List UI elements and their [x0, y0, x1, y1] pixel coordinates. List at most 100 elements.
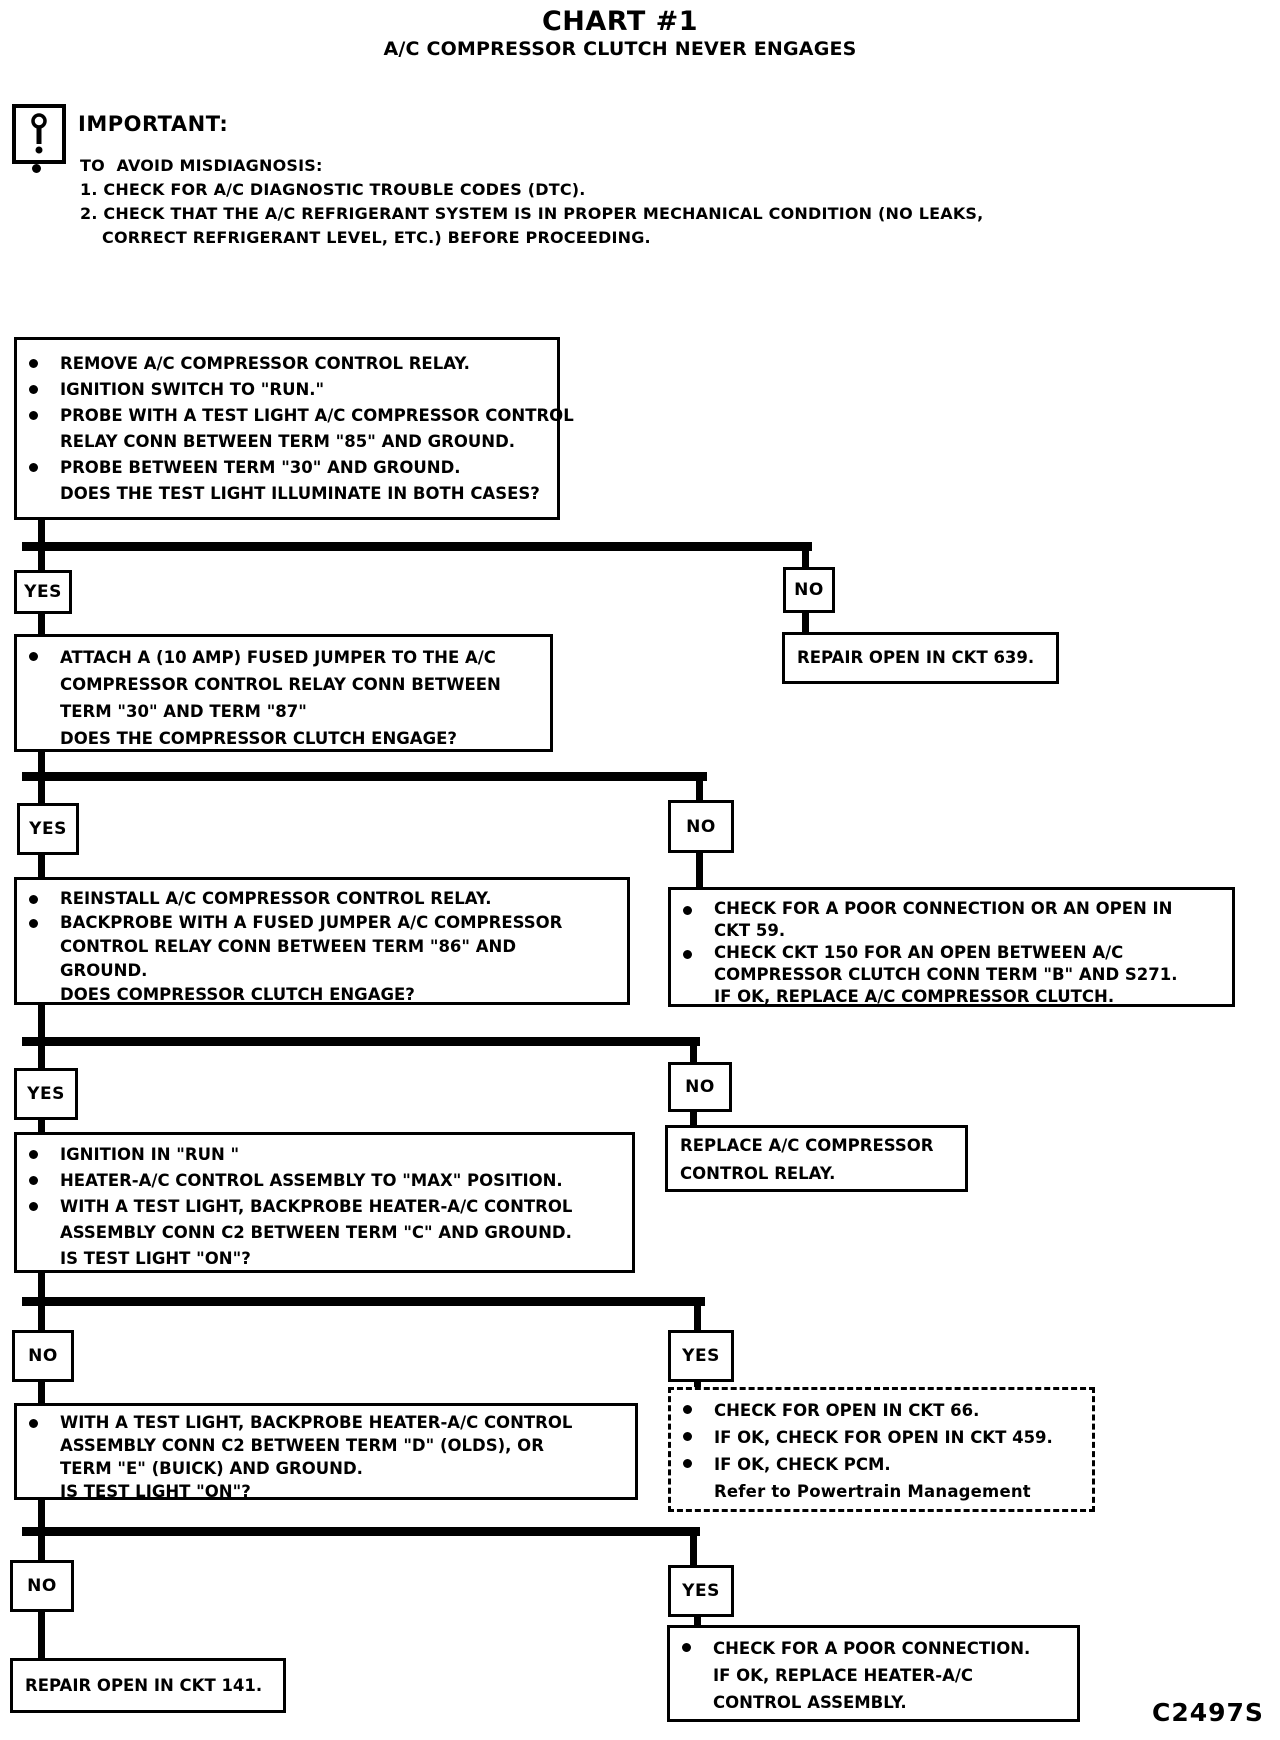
flow-connector	[690, 1110, 697, 1127]
flow-step3-no-box: REPLACE A/C COMPRESSOR CONTROL RELAY.	[665, 1125, 968, 1192]
flow-line-text: CONTROL RELAY CONN BETWEEN TERM "86" AND	[60, 937, 517, 956]
flow-line: RELAY CONN BETWEEN TERM "85" AND GROUND.	[17, 429, 557, 455]
flow-line-text: CHECK CKT 150 FOR AN OPEN BETWEEN A/C	[714, 943, 1124, 962]
flow-line-text: REPAIR OPEN IN CKT 141.	[25, 1675, 263, 1695]
bullet-icon	[683, 1459, 692, 1468]
flow-line: IGNITION IN "RUN "	[17, 1142, 632, 1168]
flow-line-text: GROUND.	[60, 961, 148, 980]
flow-connector	[694, 1380, 701, 1390]
branch-no-3: NO	[668, 1062, 732, 1112]
branch-no-1: NO	[783, 567, 835, 613]
flow-connector	[802, 549, 809, 569]
branch-label: YES	[24, 582, 62, 602]
flow-line-text: ASSEMBLY CONN C2 BETWEEN TERM "D" (OLDS)…	[60, 1436, 544, 1455]
bullet-icon	[29, 919, 38, 928]
flow-line: CONTROL RELAY.	[668, 1160, 965, 1188]
bullet-icon	[29, 1176, 38, 1185]
flow-line-text: IS TEST LIGHT "ON"?	[60, 1482, 251, 1501]
flow-connector	[22, 1037, 700, 1046]
branch-yes-3: YES	[14, 1068, 78, 1120]
bullet-icon	[29, 895, 38, 904]
flow-line-text: IF OK, REPLACE A/C COMPRESSOR CLUTCH.	[714, 987, 1115, 1006]
bullet-icon	[29, 1419, 38, 1428]
flow-line-text: REINSTALL A/C COMPRESSOR CONTROL RELAY.	[60, 889, 492, 908]
note-1: 1. CHECK FOR A/C DIAGNOSTIC TROUBLE CODE…	[80, 180, 586, 199]
flow-line-text: REMOVE A/C COMPRESSOR CONTROL RELAY.	[60, 354, 470, 373]
flow-line-text: IF OK, CHECK FOR OPEN IN CKT 459.	[714, 1428, 1053, 1447]
bullet-icon	[29, 1150, 38, 1159]
flow-line: BACKPROBE WITH A FUSED JUMPER A/C COMPRE…	[17, 911, 627, 935]
flow-line-text: DOES THE TEST LIGHT ILLUMINATE IN BOTH C…	[60, 484, 540, 503]
flow-connector	[38, 779, 45, 805]
flow-connector	[22, 1297, 705, 1306]
bullet-icon	[29, 1202, 38, 1211]
flow-connector	[38, 1534, 45, 1562]
flow-connector	[38, 1498, 45, 1530]
branch-label: YES	[27, 1084, 65, 1104]
flow-line: DOES THE TEST LIGHT ILLUMINATE IN BOTH C…	[17, 481, 557, 507]
bullet-icon	[29, 411, 38, 420]
flow-line-text: RELAY CONN BETWEEN TERM "85" AND GROUND.	[60, 432, 516, 451]
flow-line: CONTROL ASSEMBLY.	[670, 1689, 1077, 1716]
flow-line-text: TERM "30" AND TERM "87"	[60, 702, 307, 721]
flow-line-text: IGNITION SWITCH TO "RUN."	[60, 380, 325, 399]
branch-label: NO	[686, 816, 716, 837]
flow-line-text: DOES COMPRESSOR CLUTCH ENGAGE?	[60, 985, 415, 1004]
flow-line: COMPRESSOR CLUTCH CONN TERM "B" AND S271…	[671, 964, 1232, 986]
flow-line-text: CONTROL ASSEMBLY.	[713, 1693, 907, 1712]
flow-connector	[38, 1118, 45, 1134]
branch-label: YES	[682, 1346, 720, 1366]
flow-line: REINSTALL A/C COMPRESSOR CONTROL RELAY.	[17, 887, 627, 911]
bullet-icon	[683, 1405, 692, 1414]
flow-connector	[38, 750, 45, 775]
flow-line: ASSEMBLY CONN C2 BETWEEN TERM "C" AND GR…	[17, 1220, 632, 1246]
important-callout-box	[12, 104, 66, 164]
flow-line-text: Refer to Powertrain Management	[714, 1482, 1031, 1501]
branch-yes-5: YES	[668, 1565, 734, 1617]
flow-step4-box: IGNITION IN "RUN " HEATER-A/C CONTROL AS…	[14, 1132, 635, 1273]
flow-line: ATTACH A (10 AMP) FUSED JUMPER TO THE A/…	[17, 644, 550, 671]
flow-line: HEATER-A/C CONTROL ASSEMBLY TO "MAX" POS…	[17, 1168, 632, 1194]
flow-line-text: ASSEMBLY CONN C2 BETWEEN TERM "C" AND GR…	[60, 1223, 572, 1242]
flow-connector	[694, 1615, 701, 1627]
flow-line: WITH A TEST LIGHT, BACKPROBE HEATER-A/C …	[17, 1411, 635, 1434]
flow-step2-no-box: CHECK FOR A POOR CONNECTION OR AN OPEN I…	[668, 887, 1235, 1007]
flow-line: ASSEMBLY CONN C2 BETWEEN TERM "D" (OLDS)…	[17, 1434, 635, 1457]
flow-line-text: REPLACE A/C COMPRESSOR	[680, 1136, 934, 1155]
flow-line-text: CONTROL RELAY.	[680, 1164, 836, 1183]
figure-code: C2497S	[1152, 1698, 1264, 1727]
flow-line: GROUND.	[17, 959, 627, 983]
flow-line-text: DOES THE COMPRESSOR CLUTCH ENGAGE?	[60, 729, 457, 748]
branch-yes-2: YES	[17, 803, 79, 855]
flow-line-text: IF OK, REPLACE HEATER-A/C	[713, 1666, 974, 1685]
flow-line: CHECK FOR OPEN IN CKT 66.	[671, 1397, 1092, 1424]
bullet-icon	[29, 463, 38, 472]
flow-line: Refer to Powertrain Management	[671, 1478, 1092, 1505]
flow-connector	[22, 542, 812, 551]
flow-line-text: PROBE WITH A TEST LIGHT A/C COMPRESSOR C…	[60, 406, 574, 425]
flow-line: REPAIR OPEN IN CKT 141.	[13, 1673, 262, 1699]
flow-line-text: IF OK, CHECK PCM.	[714, 1455, 891, 1474]
flow-connector	[22, 772, 707, 781]
flow-connector	[696, 779, 703, 802]
bullet-icon	[32, 164, 41, 173]
flow-line-text: ATTACH A (10 AMP) FUSED JUMPER TO THE A/…	[60, 648, 496, 667]
bullet-icon	[29, 652, 38, 661]
flow-line: COMPRESSOR CONTROL RELAY CONN BETWEEN	[17, 671, 550, 698]
flow-line-text: PROBE BETWEEN TERM "30" AND GROUND.	[60, 458, 461, 477]
flow-line: REPLACE A/C COMPRESSOR	[668, 1132, 965, 1160]
flow-step3-box: REINSTALL A/C COMPRESSOR CONTROL RELAY. …	[14, 877, 630, 1005]
flow-line: IF OK, REPLACE HEATER-A/C	[670, 1662, 1077, 1689]
flow-line: CHECK FOR A POOR CONNECTION OR AN OPEN I…	[671, 898, 1232, 920]
flow-step2-box: ATTACH A (10 AMP) FUSED JUMPER TO THE A/…	[14, 634, 553, 752]
flow-connector	[38, 853, 45, 879]
chart-subtitle: A/C COMPRESSOR CLUTCH NEVER ENGAGES	[383, 38, 857, 60]
bullet-icon	[682, 1643, 691, 1652]
flow-line: REPAIR OPEN IN CKT 639.	[785, 645, 1034, 671]
flow-connector	[22, 1527, 700, 1536]
flow-connector	[38, 1044, 45, 1070]
branch-label: YES	[29, 819, 67, 839]
flow-connector	[38, 549, 45, 572]
flow-connector	[38, 1610, 45, 1660]
